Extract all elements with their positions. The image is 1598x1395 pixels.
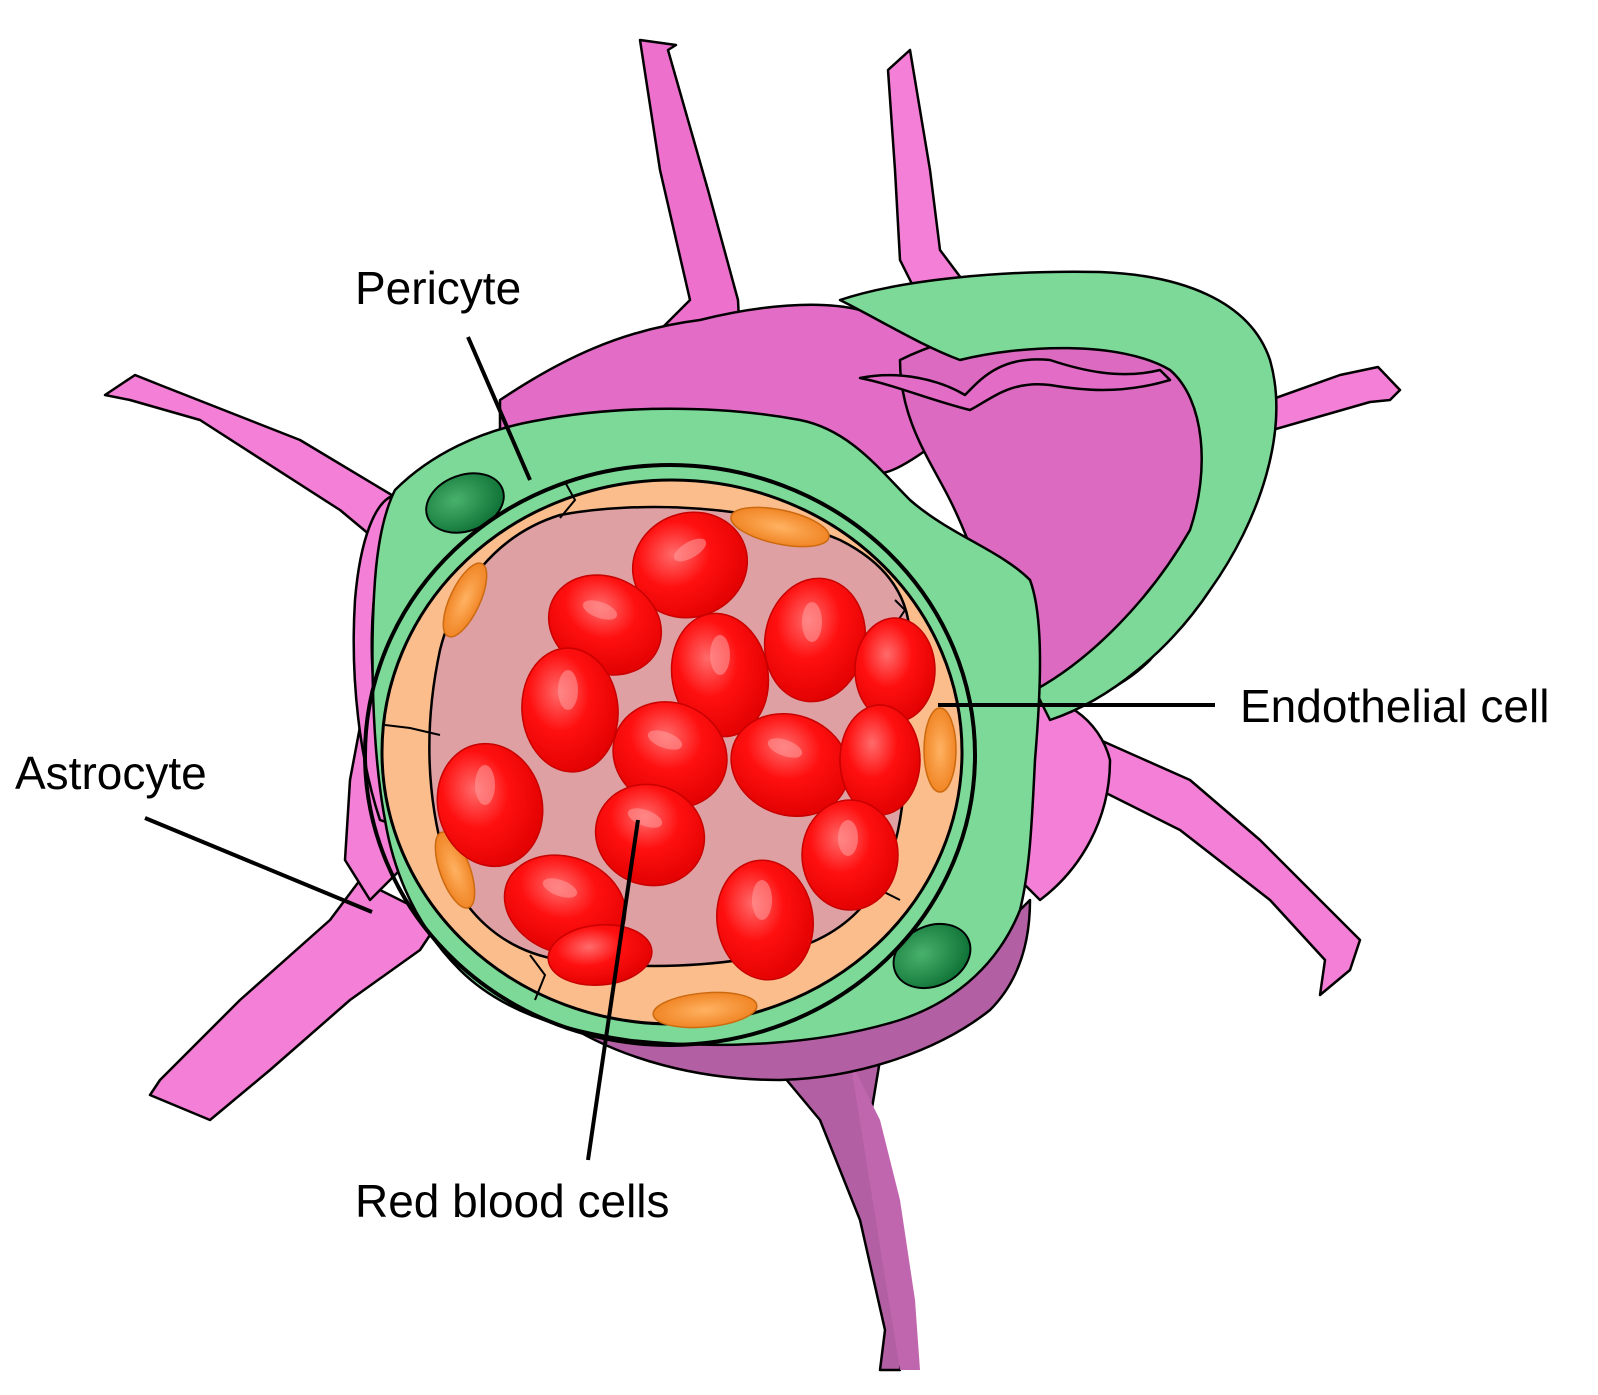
red-blood-cells-label: Red blood cells (355, 1175, 670, 1227)
endothelial-nuclei (434, 506, 957, 1029)
rbc (594, 783, 706, 887)
endothelial-junction (384, 724, 441, 736)
endothelial-nucleus (652, 991, 758, 1029)
endothelial-nucleus (730, 506, 830, 548)
endothelial-cell-label: Endothelial cell (1240, 680, 1550, 732)
rbc (436, 742, 544, 868)
pericyte-nucleus-bottom (892, 922, 972, 990)
astrocyte-label: Astrocyte (15, 747, 207, 799)
astrocyte-bodies (352, 303, 1217, 1082)
red-blood-cells (436, 511, 936, 986)
endothelial-nucleus (442, 562, 488, 638)
basement-membrane (363, 463, 977, 1047)
endothelial-nucleus (923, 707, 957, 793)
endothelial-nucleus (434, 831, 476, 909)
leader-lines (144, 336, 1215, 1161)
pericyte-fold (858, 358, 1172, 412)
endothelial-junction (529, 954, 547, 1001)
astrocyte-leader (144, 816, 373, 914)
rbc-leader (586, 819, 640, 1161)
rbc (839, 704, 921, 816)
pericyte-rear-lobe (838, 270, 1278, 722)
rbc (521, 647, 619, 773)
endothelial-junction (559, 481, 577, 519)
pericyte-nucleus-top (425, 472, 505, 534)
pericyte-leader (466, 336, 532, 481)
pericyte-label: Pericyte (355, 262, 522, 314)
astrocyte-process-lower-right (1038, 718, 1362, 997)
astrocyte-process-bottom-b (850, 1060, 920, 1370)
astrocyte-process-lower-left (148, 878, 442, 1122)
rbc-highlights (475, 538, 858, 920)
rbc (854, 617, 936, 723)
rbc (547, 924, 653, 986)
rbc (715, 859, 815, 981)
